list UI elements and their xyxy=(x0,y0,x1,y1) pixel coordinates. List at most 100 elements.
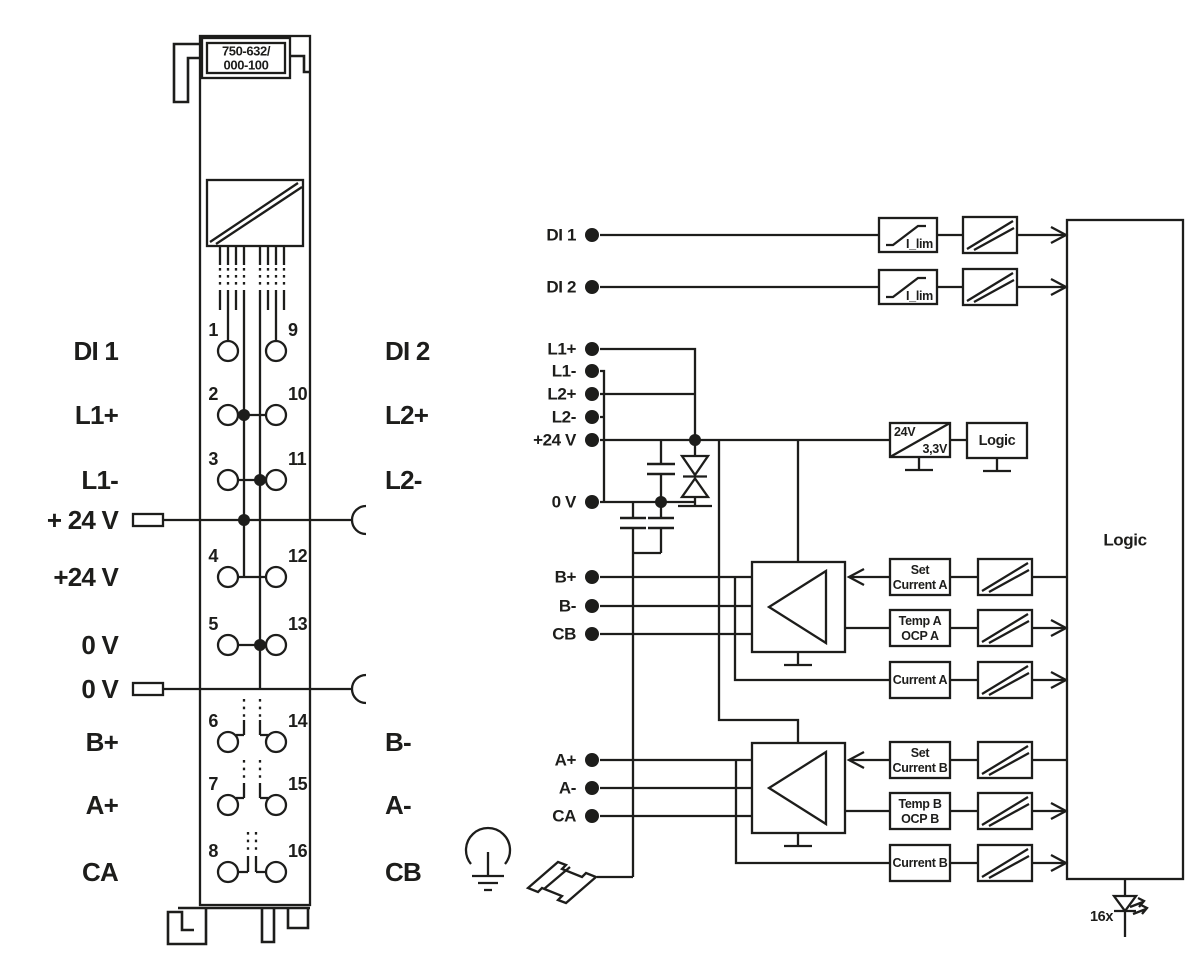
internal-block-diagram: DI 1 DI 2 L1+ L1- L2+ L2- +24 V 0 V B+ B… xyxy=(464,215,1185,937)
terminal-9 xyxy=(264,339,288,363)
temp-a-line2: OCP A xyxy=(901,629,939,643)
diagram-label-l2plus: L2+ xyxy=(547,385,576,404)
terminal-circles xyxy=(216,339,288,884)
terminal-10 xyxy=(264,403,288,427)
earth-ground-icon xyxy=(464,826,512,892)
terminal-number-11: 11 xyxy=(288,449,307,469)
diagram-label-bminus: B- xyxy=(559,597,576,616)
current-a-label: Current A xyxy=(893,673,948,687)
dcdc-3v3-label: 3,3V xyxy=(922,442,947,456)
part-number-line2: 000-100 xyxy=(224,58,269,73)
zerov-flag-icon xyxy=(131,681,165,697)
ground-amp-b xyxy=(782,831,814,848)
terminal-number-1: 1 xyxy=(208,320,218,340)
opto-set-b xyxy=(976,740,1034,780)
diagram-label-plus24v: +24 V xyxy=(533,431,577,450)
set-current-b-line2: Current B xyxy=(893,761,948,775)
terminal-13 xyxy=(264,633,288,657)
terminal-1 xyxy=(216,339,240,363)
dcdc-24v-label: 24V xyxy=(894,425,916,439)
module-label-l2plus: L2+ xyxy=(385,400,429,430)
module-internal-wiring xyxy=(226,310,278,689)
transformer-icon xyxy=(205,178,305,248)
diagram-wiring xyxy=(597,233,1127,937)
tvs-diode-icon xyxy=(678,440,712,508)
diagram-label-ca: CA xyxy=(552,807,576,826)
opto-current-b xyxy=(976,843,1034,883)
temp-b-line1: Temp B xyxy=(898,797,941,811)
set-current-b-line1: Set xyxy=(911,746,931,760)
terminal-15 xyxy=(264,793,288,817)
terminal-number-2: 2 xyxy=(208,384,218,404)
diagram-label-aminus: A- xyxy=(559,779,576,798)
led-icon xyxy=(1111,894,1149,916)
opto-current-a xyxy=(976,660,1034,700)
diagram-label-cb: CB xyxy=(552,625,576,644)
terminal-number-3: 3 xyxy=(208,449,218,469)
motor-output-stubs xyxy=(236,699,268,874)
set-current-a-block: Set Current A xyxy=(888,557,952,597)
temp-ocp-b-block: Temp B OCP B xyxy=(888,791,952,831)
diagram-label-bplus: B+ xyxy=(555,568,577,587)
logic-small-block: Logic xyxy=(965,421,1029,460)
temp-b-line2: OCP B xyxy=(901,812,939,826)
module-label-plus24v-flag: + 24 V xyxy=(47,505,120,535)
module-label-plus24v: +24 V xyxy=(53,562,119,592)
module-label-l2minus: L2- xyxy=(385,465,422,495)
amplifier-a-block xyxy=(750,560,847,654)
current-b-label: Current B xyxy=(893,856,948,870)
terminal-number-7: 7 xyxy=(208,774,218,794)
terminal-12 xyxy=(264,565,288,589)
module-label-aplus: A+ xyxy=(86,790,119,820)
temp-a-line1: Temp A xyxy=(899,614,942,628)
ilim-di2 xyxy=(877,268,939,306)
field-supply-rows xyxy=(131,504,367,705)
module-foot xyxy=(166,906,310,946)
module-label-di2: DI 2 xyxy=(385,336,430,366)
module-pin-labels: DI 1 L1+ L1- + 24 V +24 V 0 V 0 V B+ A+ … xyxy=(47,336,431,887)
module-label-l1plus: L1+ xyxy=(75,400,119,430)
amplifier-b-block xyxy=(750,741,847,835)
input-terminal-dots xyxy=(585,228,701,823)
terminal-6 xyxy=(216,730,240,754)
opto-di1 xyxy=(961,215,1019,255)
logic-small-label: Logic xyxy=(979,433,1016,449)
opto-temp-a xyxy=(976,608,1034,648)
diagram-label-l2minus: L2- xyxy=(552,408,576,427)
ilim-di1 xyxy=(877,216,939,254)
set-current-a-line1: Set xyxy=(911,563,931,577)
terminal-5 xyxy=(216,633,240,657)
terminal-11 xyxy=(264,468,288,492)
module-label-di1: DI 1 xyxy=(74,336,119,366)
terminal-16 xyxy=(264,860,288,884)
terminal-number-10: 10 xyxy=(288,384,308,404)
terminal-number-9: 9 xyxy=(288,320,298,340)
junction-dot xyxy=(655,496,667,508)
part-number-line1: 750-632/ xyxy=(222,44,271,59)
terminal-8 xyxy=(216,860,240,884)
module-label-cb: CB xyxy=(385,857,421,887)
terminal-number-5: 5 xyxy=(208,614,218,634)
terminal-3 xyxy=(216,468,240,492)
diagram-label-aplus: A+ xyxy=(555,751,577,770)
led-count-label: 16x xyxy=(1090,909,1113,925)
capacitor-icons xyxy=(620,462,675,530)
module-label-ca: CA xyxy=(82,857,119,887)
io-module-front-view: 750-632/ 000-100 xyxy=(47,34,431,946)
junction-dot xyxy=(689,434,701,446)
terminal-number-8: 8 xyxy=(208,841,218,861)
opto-di2 xyxy=(961,267,1019,307)
temp-ocp-a-block: Temp A OCP A xyxy=(888,608,952,648)
diagram-signal-labels: DI 1 DI 2 L1+ L1- L2+ L2- +24 V 0 V B+ B… xyxy=(533,226,577,826)
terminal-number-14: 14 xyxy=(288,711,308,731)
ground-amp-a xyxy=(782,650,814,667)
zerov-socket-arc xyxy=(350,673,367,705)
terminal-7 xyxy=(216,793,240,817)
set-current-a-line2: Current A xyxy=(893,578,948,592)
module-label-bminus: B- xyxy=(385,727,411,757)
diagram-label-0v: 0 V xyxy=(552,493,577,512)
wire-bundle-solid xyxy=(218,246,286,310)
diagram-label-di2: DI 2 xyxy=(546,278,576,297)
